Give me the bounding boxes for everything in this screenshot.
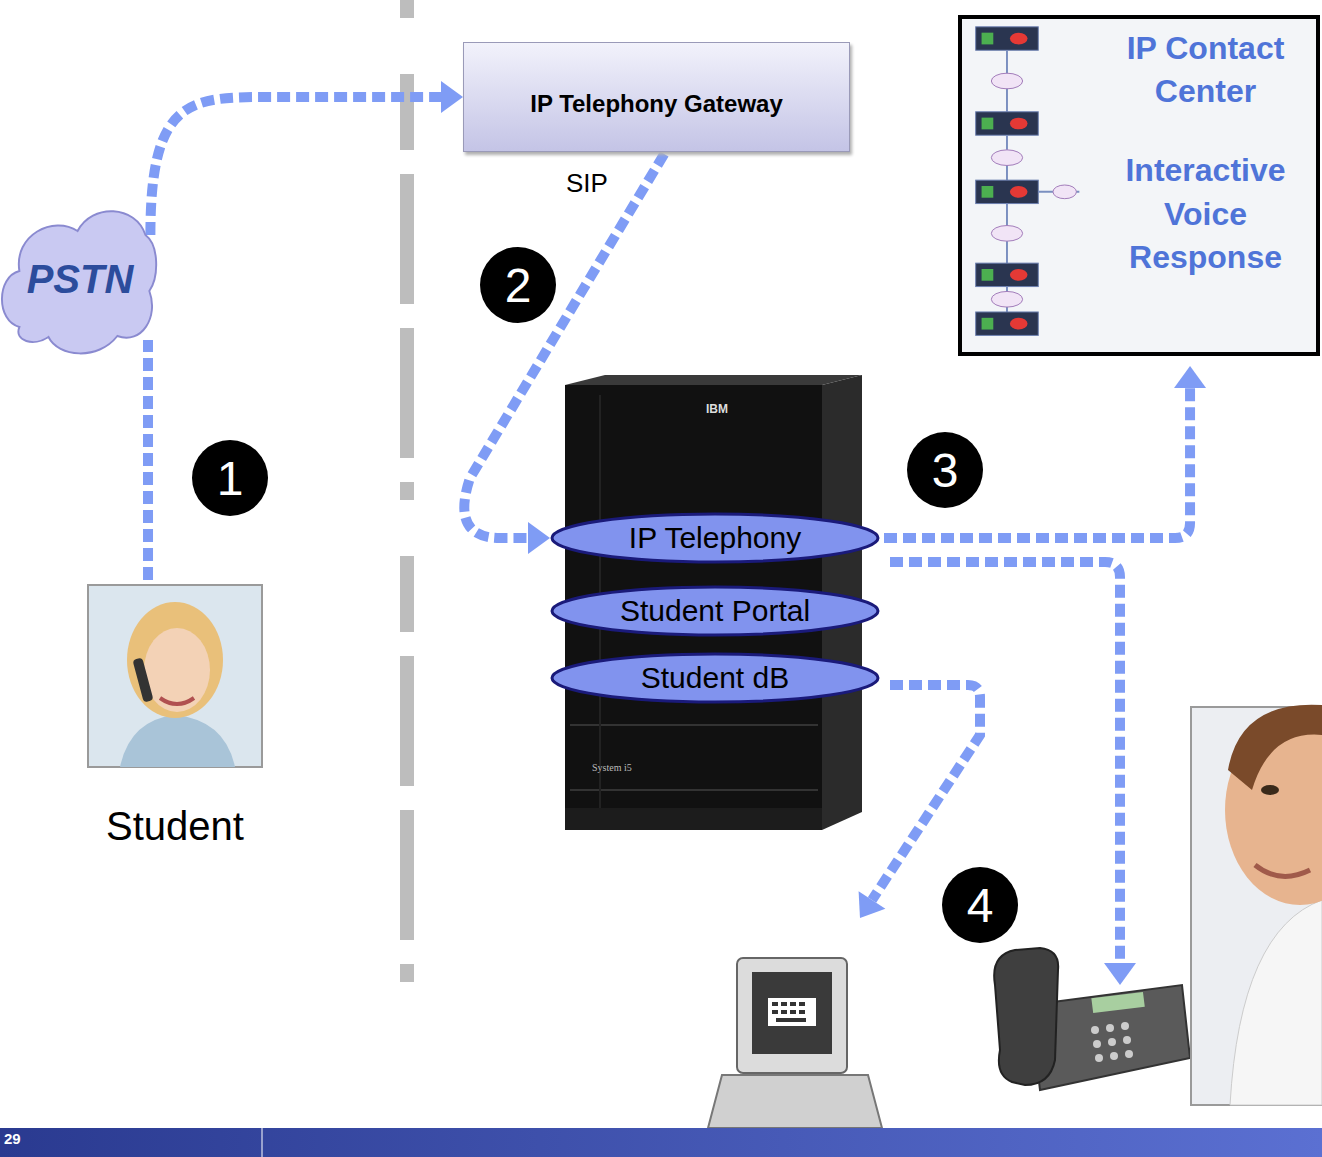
gateway-box: IP Telephony Gateway	[463, 42, 850, 152]
cloud-node: PSTN	[0, 195, 160, 370]
arrow-head	[528, 522, 550, 554]
ellipse-node: Student dB	[550, 652, 880, 704]
brand-mark: IBM	[706, 402, 728, 416]
arrow-head	[441, 81, 463, 113]
arrow-head	[859, 891, 886, 918]
node-text: Student	[80, 804, 270, 849]
arrow-head	[1174, 366, 1206, 388]
footer-divider	[262, 1128, 263, 1157]
node-text: PSTN	[27, 257, 134, 302]
model-mark: System i5	[592, 762, 632, 773]
footer-bar	[0, 1128, 1322, 1157]
agent-photo	[1191, 705, 1322, 1105]
node-text: Student dB	[641, 661, 789, 695]
link-label: SIP	[566, 168, 608, 199]
node-text: IP Telephony	[629, 521, 801, 555]
dotted-connector	[143, 340, 153, 580]
node-text: IP Contact Center	[1098, 27, 1313, 113]
node-text: IP Telephony Gateway	[530, 90, 783, 118]
ellipse-node: IP Telephony	[550, 512, 880, 564]
callout-number: 2	[480, 247, 556, 323]
callout-number: 1	[192, 440, 268, 516]
dotted-connector	[884, 386, 1190, 538]
wire	[872, 562, 1120, 963]
arrow-head	[1104, 963, 1136, 985]
ellipse-node: Student Portal	[550, 585, 880, 637]
node-text: Interactive Voice Response	[1098, 149, 1313, 279]
page-number: 29	[4, 1130, 21, 1147]
student-node: Student	[80, 580, 270, 860]
divider-line	[400, 0, 414, 1030]
dotted-connector	[464, 154, 664, 538]
computer-icon	[708, 958, 882, 1157]
dotted-connector	[150, 97, 443, 235]
callout-number: 3	[907, 432, 983, 508]
phone-icon	[994, 948, 1190, 1090]
callout-number: 4	[942, 867, 1018, 943]
node-text: Student Portal	[620, 594, 810, 628]
contact-center-box: IP Contact CenterInteractive Voice Respo…	[958, 15, 1320, 356]
